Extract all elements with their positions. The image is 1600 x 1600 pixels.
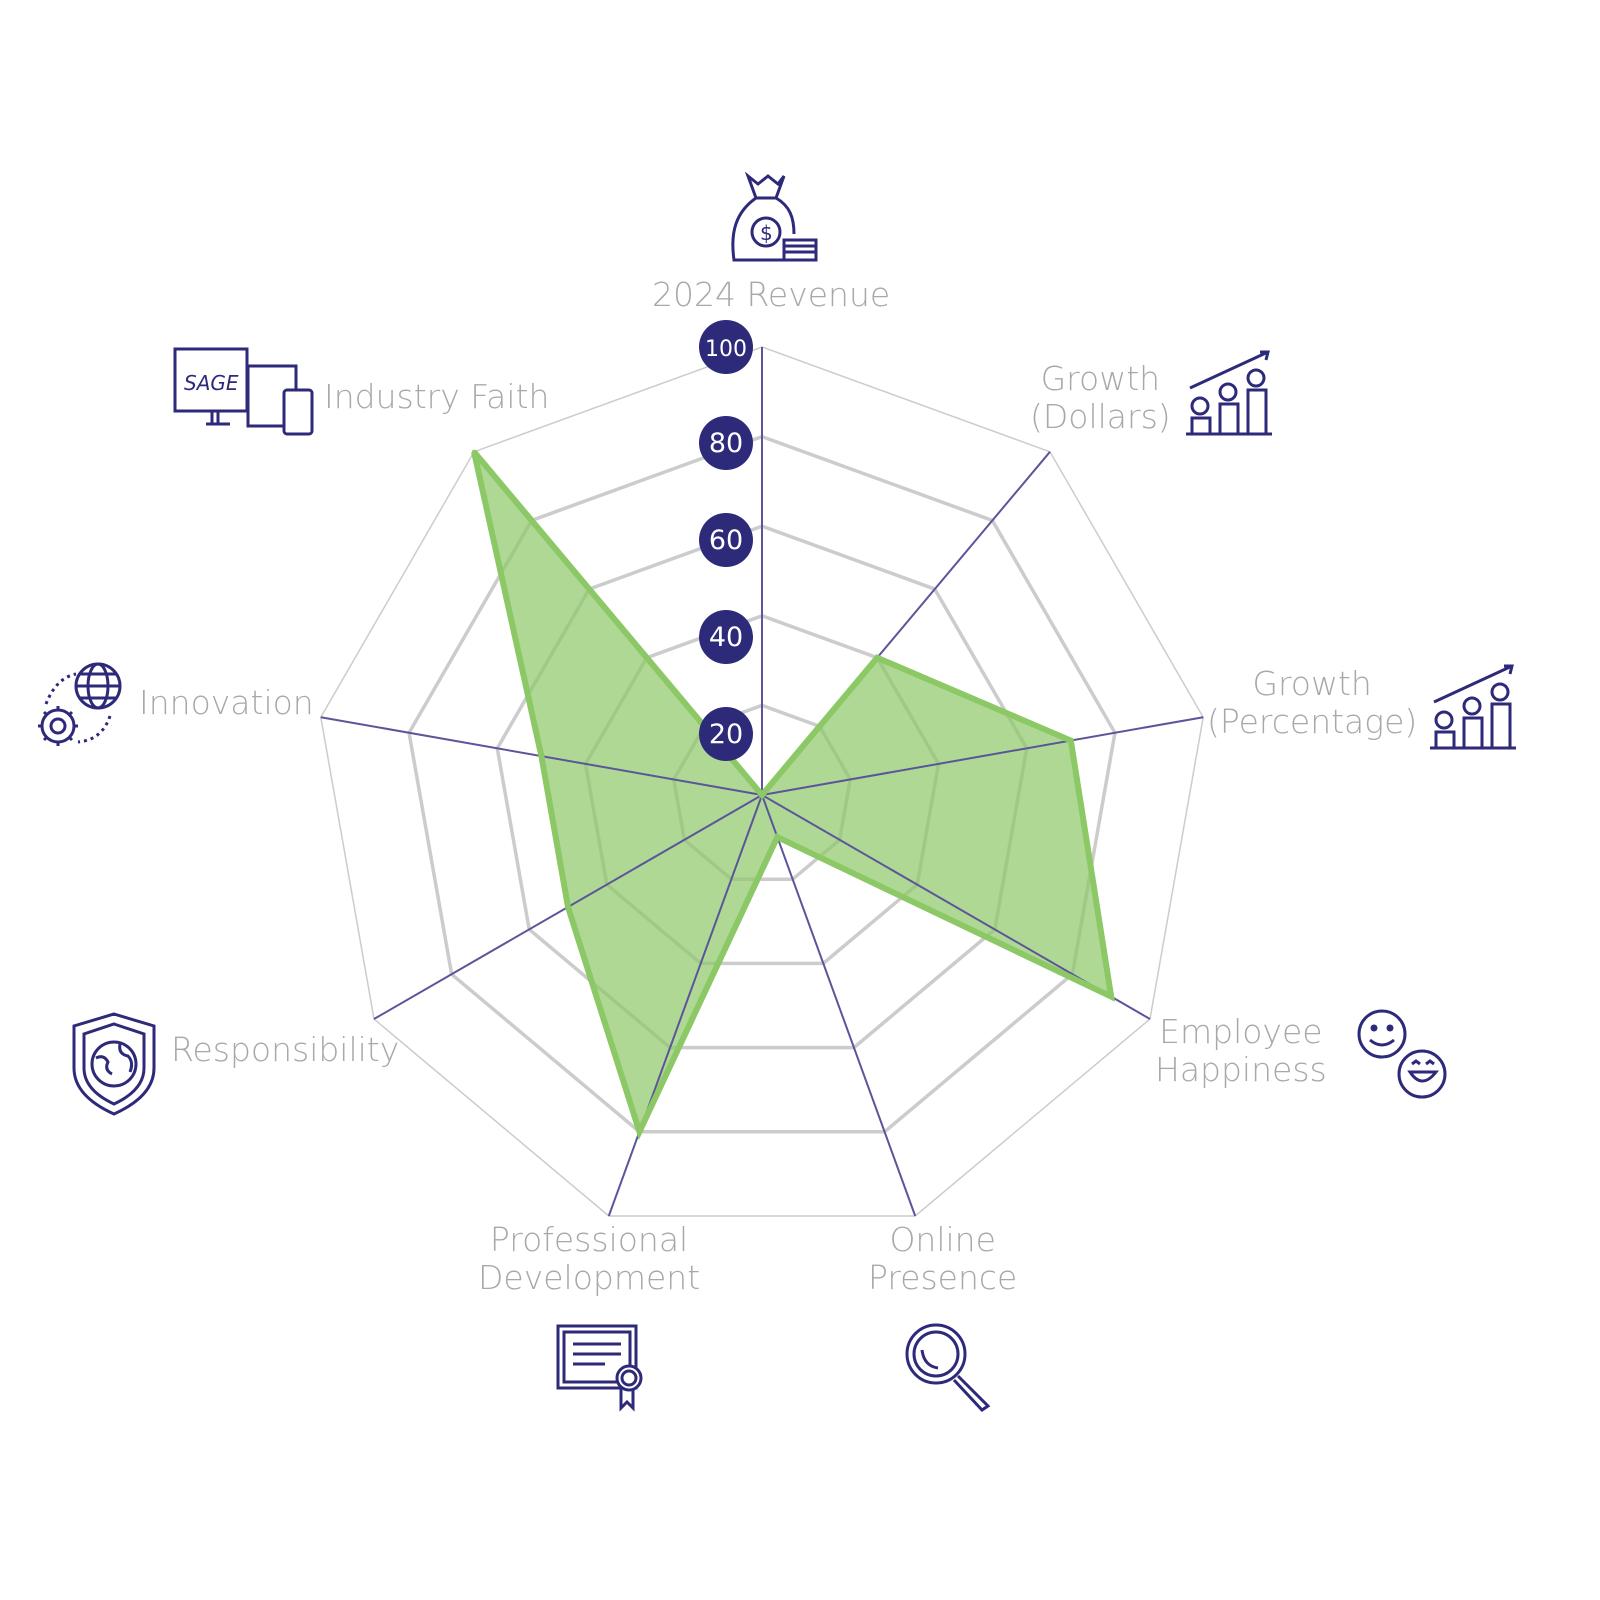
tick-label: 60 <box>709 525 743 556</box>
money-bag-icon: $ <box>731 172 818 262</box>
data-point <box>566 905 571 909</box>
data-point <box>875 655 880 660</box>
tick-badge <box>699 610 753 664</box>
axis-label-innovation: Innovation <box>139 683 314 722</box>
devices-icon: SAGE <box>173 347 314 436</box>
tick-label: 80 <box>709 428 743 459</box>
tick-badge <box>699 320 753 374</box>
axis-label-growth-dollars: Growth(Dollars) <box>1030 359 1171 436</box>
data-point <box>637 1129 642 1134</box>
tick-badge <box>699 707 753 761</box>
globe-gear-icon <box>38 662 122 746</box>
tick-label: 40 <box>709 622 743 653</box>
series-area <box>474 451 1112 1132</box>
axis-line <box>761 794 917 1217</box>
grid-ring-100 <box>320 346 1204 1217</box>
tick-badge <box>699 513 753 567</box>
axis-label-industry-faith: Industry Faith <box>324 377 550 416</box>
data-point <box>760 793 764 797</box>
certificate-icon <box>556 1324 643 1412</box>
tick-label: 100 <box>705 337 747 362</box>
axis-label-responsibility: Responsibility <box>171 1030 400 1069</box>
data-point <box>539 754 544 759</box>
grid-ring-80 <box>407 434 1117 1134</box>
magnifier-icon <box>905 1323 991 1412</box>
tick-label: 20 <box>709 719 743 750</box>
axis-line <box>607 794 763 1217</box>
svg-text:$: $ <box>760 221 773 245</box>
data-point <box>1068 738 1073 743</box>
coin-growth-icon <box>1430 664 1516 750</box>
series-outline <box>471 449 1116 1141</box>
smiley-faces-icon <box>1357 1009 1447 1099</box>
data-point <box>1109 994 1114 999</box>
axis-label-growth-percentage: Growth(Percentage) <box>1207 664 1418 741</box>
axis-line <box>761 716 1204 796</box>
data-point <box>472 449 477 454</box>
devices-logo-text: SAGE <box>184 371 239 395</box>
data-point <box>775 835 780 840</box>
tick-badge <box>699 416 753 470</box>
axis-label-revenue: 2024 Revenue <box>652 275 891 314</box>
coin-growth-icon <box>1186 350 1272 436</box>
shield-globe-icon <box>72 1012 156 1116</box>
